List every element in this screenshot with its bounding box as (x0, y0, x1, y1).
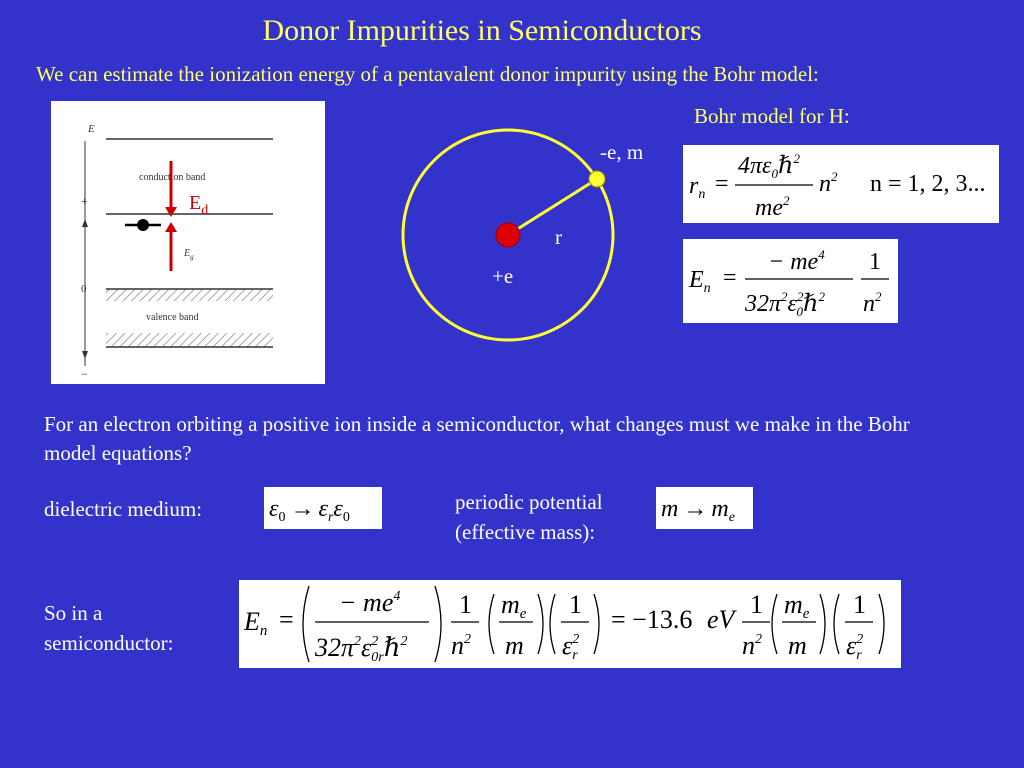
final-n-1: n2 (451, 631, 471, 660)
radius-lhs: rn (689, 173, 705, 202)
mass-equation: m→me (656, 487, 753, 529)
so-in-semiconductor-label: So in a semiconductor: (44, 598, 234, 658)
so-label-line1: So in a (44, 601, 103, 625)
final-me-1: me (501, 590, 527, 622)
final-numeric-value: = −13.6 (611, 605, 692, 634)
radius-denominator: me2 (755, 193, 790, 221)
bohr-model-label: Bohr model for H: (694, 104, 850, 128)
axis-minus-label: − (81, 367, 88, 381)
final-me-2: me (784, 590, 810, 622)
so-label-line2: semiconductor: (44, 631, 174, 655)
dielectric-expression: ε0→εrε0 (269, 496, 350, 525)
dielectric-equation-svg: ε0→εrε0 (269, 496, 350, 525)
final-equals: = (279, 605, 294, 634)
orbit-radius (507, 177, 598, 237)
final-frac-one-4: 1 (853, 590, 866, 619)
bohr-atom (401, 128, 615, 342)
axis-zero-label: 0 (81, 283, 87, 295)
final-m-2: m (788, 631, 807, 660)
final-m-1: m (505, 631, 524, 660)
energy-frac2-denominator: n2 (863, 289, 882, 317)
final-parentheses (302, 585, 885, 663)
periodic-label-line2: (effective mass): (455, 520, 596, 544)
valence-band-hatch-top (106, 289, 273, 301)
final-frac-one-3: 1 (750, 590, 763, 619)
final-frac-one-1: 1 (459, 590, 472, 619)
radius-numerator: 4πε0ℏ2 (738, 151, 800, 181)
energy-numerator: − me4 (768, 247, 825, 275)
final-numerator: − me4 (339, 588, 400, 617)
valence-band-label: valence band (146, 312, 198, 323)
radius-equals: = (715, 171, 729, 197)
gap-arrow-up-head (165, 222, 177, 232)
energy-lhs: En (688, 267, 711, 296)
electron (588, 170, 606, 188)
band-diagram-svg: E + 0 − conduction band valence band Eg … (81, 123, 273, 381)
gap-label: Eg (183, 248, 194, 261)
dielectric-label: dielectric medium: (44, 497, 203, 521)
valence-band-hatch-bottom (106, 333, 273, 347)
nucleus-label: +e (492, 264, 514, 288)
donor-level-label: Ed (189, 192, 208, 218)
electron-orbit (401, 128, 615, 342)
radius-label: r (555, 225, 562, 249)
band-diagram: E + 0 − conduction band valence band Eg … (51, 101, 325, 384)
dielectric-equation: ε0→εrε0 (264, 487, 382, 529)
axis-arrow-up (82, 219, 88, 227)
mass-expression: m→me (661, 496, 735, 525)
slide-title: Donor Impurities in Semiconductors (262, 14, 702, 47)
energy-equals: = (723, 265, 737, 291)
radius-equation: rn = 4πε0ℏ2 me2 n2 n = 1, 2, 3... (683, 145, 999, 223)
final-lhs: En (243, 607, 267, 639)
radius-range: n = 1, 2, 3... (870, 171, 986, 197)
nucleus (495, 222, 521, 248)
radius-equation-svg: rn = 4πε0ℏ2 me2 n2 n = 1, 2, 3... (689, 151, 986, 221)
final-n-2: n2 (742, 631, 762, 660)
radius-factor: n2 (819, 169, 838, 197)
question-text: For an electron orbiting a positive ion … (44, 412, 910, 465)
electron-label: -e, m (600, 140, 644, 164)
axis-plus-label: + (81, 194, 88, 208)
periodic-label-line1: periodic potential (455, 490, 603, 514)
axis-energy-label: E (87, 123, 95, 135)
donor-electron (137, 219, 149, 231)
final-frac-one-2: 1 (569, 590, 582, 619)
periodic-potential-label: periodic potential (effective mass): (455, 487, 655, 547)
final-unit: eV (707, 605, 738, 634)
axis-arrow-down (82, 351, 88, 359)
energy-frac2-numerator: 1 (869, 249, 881, 275)
donor-arrow-down-head (165, 207, 177, 217)
slide-subtitle: We can estimate the ionization energy of… (36, 62, 819, 86)
mass-equation-svg: m→me (661, 496, 735, 525)
